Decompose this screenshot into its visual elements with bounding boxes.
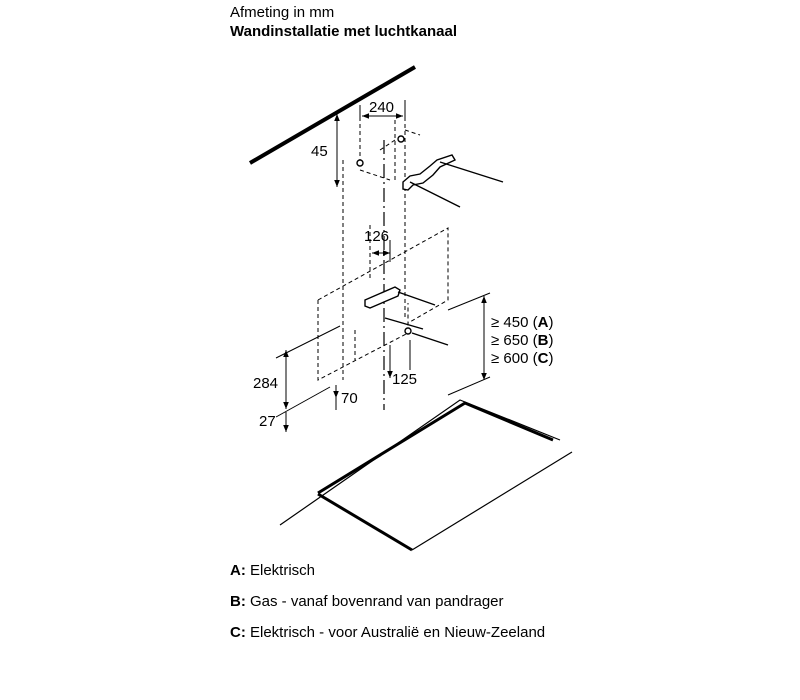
units-subtitle: Afmeting in mm	[230, 4, 335, 21]
dim-284-label: 284	[253, 375, 278, 392]
height-label-c: ≥ 600 (C)	[491, 350, 553, 367]
lower-bracket	[364, 286, 449, 346]
cooktop	[279, 399, 573, 552]
dimension-labels: 45 240 126 284 27 70 125	[253, 99, 417, 430]
dim-125-label: 125	[392, 371, 417, 388]
upper-bracket	[356, 135, 504, 208]
diagram-title: Wandinstallatie met luchtkanaal	[230, 23, 457, 40]
legend-text-a: Elektrisch	[250, 562, 316, 579]
legend-item-b: B: Gas - vanaf bovenrand van pandrager	[230, 593, 570, 611]
dim-45-label: 45	[311, 143, 328, 160]
dimension-lines	[275, 100, 491, 432]
legend-key-c: C:	[230, 624, 250, 641]
height-label-a: ≥ 450 (A)	[491, 314, 553, 331]
legend-text-b: Gas - vanaf bovenrand van pandrager	[250, 593, 504, 610]
dim-240-label: 240	[369, 99, 394, 116]
legend-item-a: A: Elektrisch	[230, 562, 570, 580]
header: Afmeting in mm Wandinstallatie met lucht…	[230, 4, 457, 41]
duct-outline	[342, 110, 421, 380]
hood-outline	[317, 227, 449, 381]
legend-key-a: A:	[230, 562, 250, 579]
dim-27-label: 27	[259, 413, 276, 430]
height-label-b: ≥ 650 (B)	[491, 332, 553, 349]
legend: A: Elektrisch B: Gas - vanaf bovenrand v…	[230, 562, 570, 655]
dim-70-label: 70	[341, 390, 358, 407]
height-labels: ≥ 450 (A) ≥ 650 (B) ≥ 600 (C)	[491, 314, 553, 367]
legend-text-c: Elektrisch - voor Australië en Nieuw-Zee…	[250, 624, 546, 641]
dim-126-label: 126	[364, 228, 389, 245]
legend-key-b: B:	[230, 593, 250, 610]
ceiling	[248, 65, 417, 165]
legend-item-c: C: Elektrisch - voor Australië en Nieuw-…	[230, 624, 570, 642]
